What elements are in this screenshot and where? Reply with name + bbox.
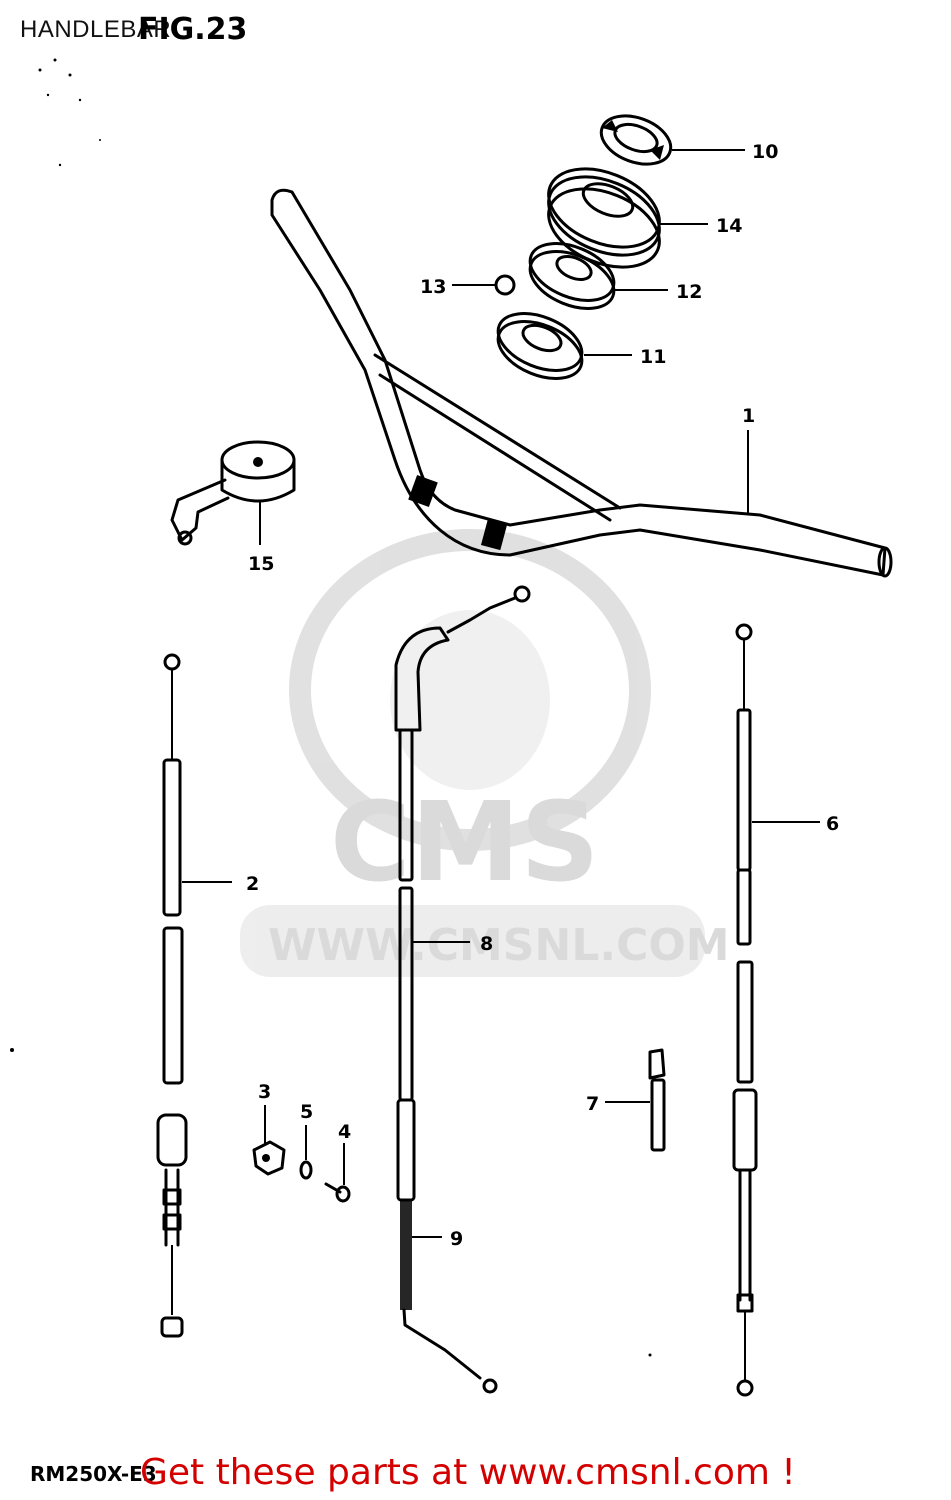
handlebar-end (877, 546, 893, 578)
throttle-housing-part-15 (170, 440, 296, 546)
cable-part-2 (156, 653, 188, 1338)
watermark-mascot-face (390, 610, 550, 790)
ball-part-13 (494, 274, 516, 296)
adjuster-part-7 (648, 1048, 666, 1152)
cable-part-6 (732, 623, 758, 1397)
callout-7: 7 (586, 1093, 599, 1115)
leader-lines (182, 149, 820, 1238)
callout-3: 3 (258, 1081, 271, 1103)
clamp-part-3 (252, 1140, 286, 1176)
figure-number: FIG.23 (138, 12, 248, 47)
callout-5: 5 (300, 1101, 313, 1123)
callout-9: 9 (450, 1228, 463, 1250)
callout-2: 2 (246, 873, 259, 895)
handlebar-grip-band-right (480, 519, 508, 551)
callout-8: 8 (480, 933, 493, 955)
scan-speckles (10, 58, 652, 1357)
screw-part-4 (324, 1182, 351, 1203)
watermark-mascot-head (289, 529, 651, 851)
seal-part-11 (496, 312, 584, 380)
watermark-box (240, 905, 705, 977)
handlebar-grip-band-left (408, 475, 438, 507)
watermark-url: WWW.CMSNL.COM (268, 920, 730, 971)
callout-14: 14 (716, 215, 742, 237)
diagram-title: HANDLEBAR (20, 16, 172, 43)
callout-6: 6 (826, 813, 839, 835)
promo-link[interactable]: Get these parts at www.cmsnl.com ! (140, 1452, 796, 1493)
callout-labels: 10 14 12 13 11 1 15 2 6 8 3 5 4 7 9 (246, 141, 839, 1250)
callout-12: 12 (676, 281, 702, 303)
callout-13: 13 (420, 276, 446, 298)
watermark-brand: CMS (330, 778, 599, 906)
callout-1: 1 (742, 405, 755, 427)
model-code: RM250X-E3 (30, 1462, 157, 1486)
washer-part-5 (299, 1160, 313, 1180)
callout-11: 11 (640, 346, 666, 368)
handlebar-crossbar (373, 353, 622, 522)
callout-4: 4 (338, 1121, 351, 1143)
handlebar-part-1 (270, 188, 893, 578)
callout-10: 10 (752, 141, 778, 163)
cms-watermark: CMS WWW.CMSNL.COM (240, 529, 730, 977)
washer-part-12 (528, 242, 616, 310)
callout-15: 15 (248, 553, 274, 575)
cable-part-8 (394, 585, 531, 1394)
nut-part-10 (599, 114, 673, 166)
